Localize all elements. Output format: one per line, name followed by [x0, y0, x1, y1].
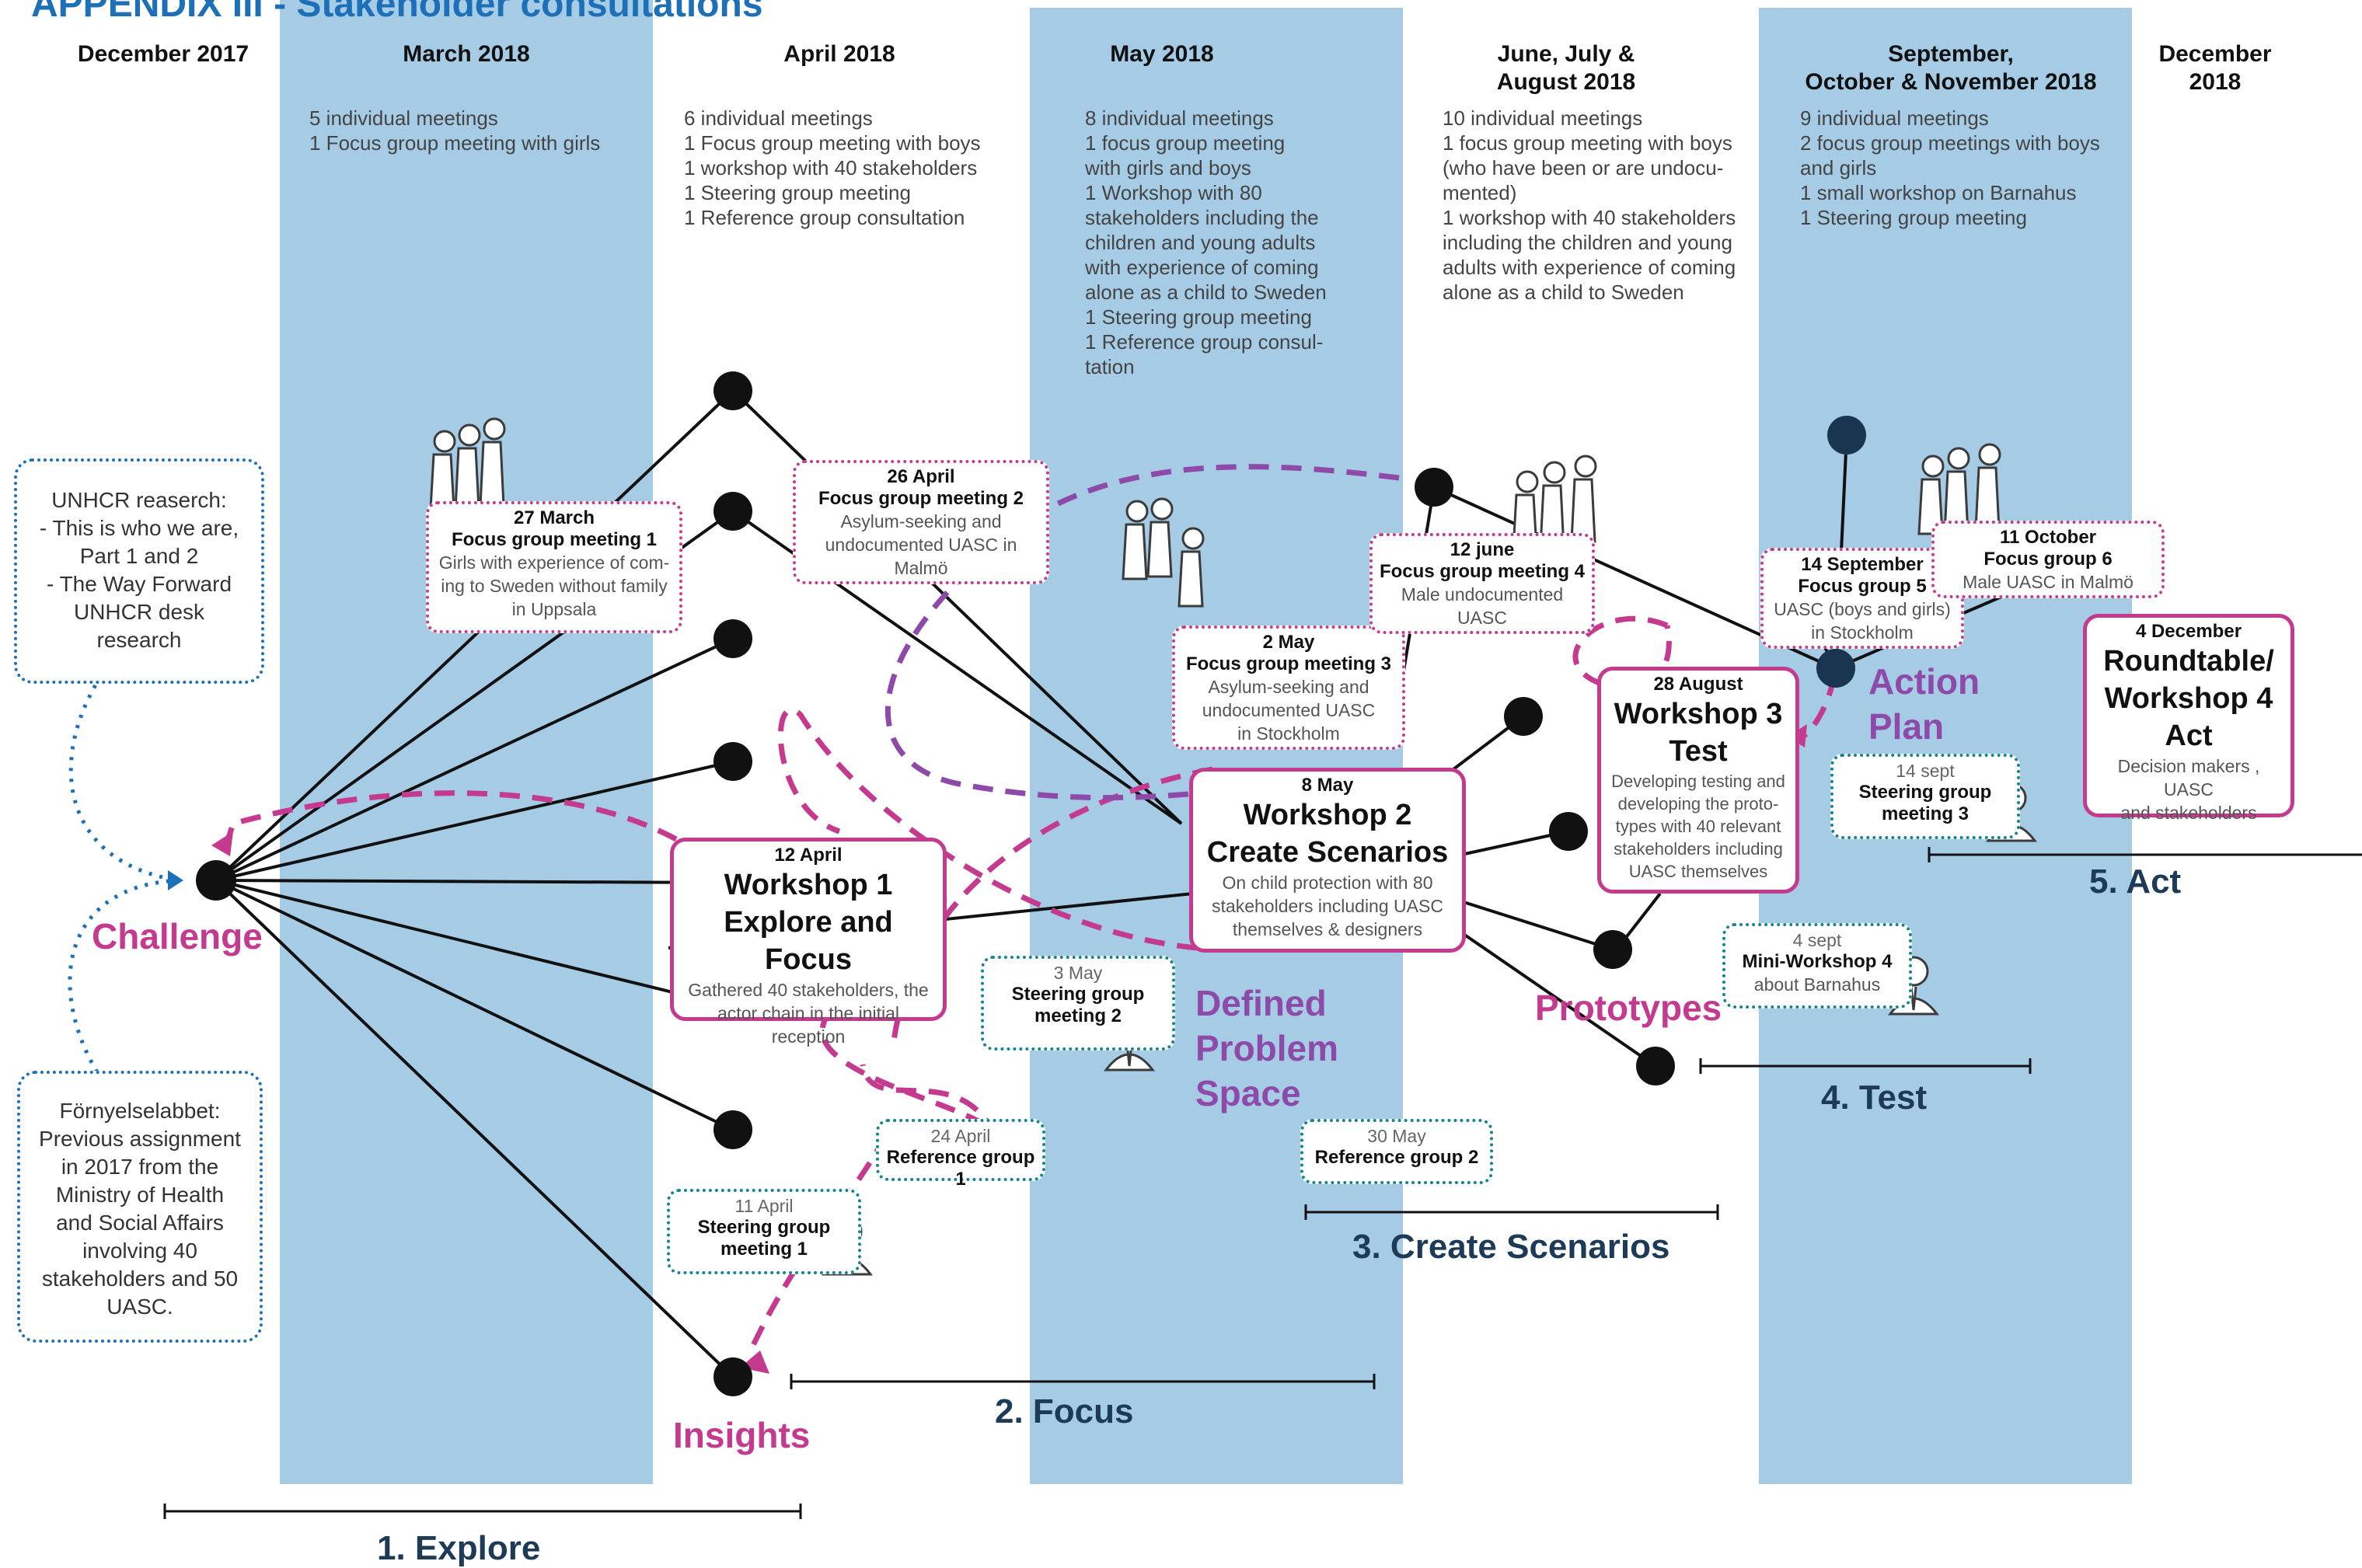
month-header-april: April 2018 — [783, 41, 895, 67]
label-action-plan: Action Plan — [1868, 661, 1980, 747]
month-info-may: 8 individual meetings 1 focus group meet… — [1085, 106, 1327, 378]
steering-group-1-title: Steering group meeting 1 — [697, 1217, 831, 1260]
mini-workshop-4-card: 4 sept Mini-Workshop 4 about Barnahus — [1722, 923, 1912, 1009]
phase-explore: 1. Explore — [377, 1529, 541, 1567]
focus-group-1-title: Focus group meeting 1 — [451, 529, 658, 550]
focus-group-6-title: Focus group 6 — [1983, 549, 2113, 570]
steering-group-2-date: 3 May — [1053, 963, 1103, 983]
workshop-3-body: Developing testing and developing the pr… — [1611, 772, 1785, 881]
steering-group-3-date: 14 sept — [1896, 761, 1955, 781]
workshop-2-body: On child protection with 80 stakeholders… — [1212, 873, 1443, 939]
month-info-autumn: 9 individual meetings 2 focus group meet… — [1800, 106, 2100, 229]
label-insights: Insights — [673, 1415, 811, 1455]
steering-group-1-card: 11 April Steering group meeting 1 — [667, 1189, 861, 1274]
focus-group-6-date: 11 October — [1999, 527, 2097, 548]
reference-group-2-title: Reference group 2 — [1314, 1147, 1479, 1168]
focus-group-2-title: Focus group meeting 2 — [818, 488, 1024, 509]
workshop-3-date: 28 August — [1653, 674, 1743, 695]
mini-workshop-4-date: 4 sept — [1792, 930, 1842, 950]
workshop-4-card: 4 December Roundtable/ Workshop 4 Act De… — [2083, 614, 2294, 823]
label-prototypes: Prototypes — [1535, 988, 1722, 1028]
phase-test: 4. Test — [1821, 1078, 1928, 1117]
workshop-2-date: 8 May — [1301, 775, 1354, 796]
people-icon-1 — [429, 417, 506, 510]
unhcr-research-box: UNHCR reaserch: - This is who we are, Pa… — [14, 458, 264, 684]
focus-group-5-body: UASC (boys and girls) in Stockholm — [1774, 599, 1951, 643]
reference-group-1-date: 24 April — [930, 1126, 991, 1146]
label-challenge: Challenge — [92, 916, 263, 956]
month-header-summer: June, July & August 2018 — [1496, 41, 1636, 95]
month-info-april: 6 individual meetings 1 Focus group meet… — [684, 106, 981, 229]
steering-group-3-card: 14 sept Steering group meeting 3 — [1830, 754, 2020, 839]
focus-group-4-date: 12 june — [1450, 539, 1515, 560]
phase-focus: 2. Focus — [995, 1392, 1134, 1430]
source-arrows — [68, 674, 180, 1074]
month-info-march: 5 individual meetings 1 Focus group meet… — [309, 106, 601, 155]
diagram-nodes — [196, 371, 1675, 1396]
focus-group-3-title: Focus group meeting 3 — [1185, 653, 1392, 674]
focus-group-1-card: 27 March Focus group meeting 1 Girls wit… — [426, 501, 682, 633]
people-icon-2 — [1122, 497, 1205, 608]
phase-act: 5. Act — [2089, 862, 2182, 901]
focus-group-4-title: Focus group meeting 4 — [1379, 561, 1586, 582]
workshop-2-card: 8 May Workshop 2 Create Scenarios On chi… — [1189, 768, 1466, 953]
diagram-nodes-navy — [1816, 416, 1866, 688]
label-defined-problem-space: Defined Problem Space — [1195, 983, 1339, 1113]
month-info-summer: 10 individual meetings 1 focus group mee… — [1443, 106, 1736, 304]
workshop-1-body: Gathered 40 stakeholders, the actor chai… — [688, 980, 929, 1047]
focus-group-2-body: Asylum-seeking and undocumented UASC in … — [825, 511, 1017, 578]
people-icons — [429, 417, 2001, 608]
focus-group-4-body: Male undocumented UASC — [1401, 584, 1564, 628]
month-header-dec-2017: December 2017 — [77, 41, 249, 67]
workshop-4-title: Roundtable/ Workshop 4 Act — [2103, 645, 2274, 752]
workshop-2-title: Workshop 2 Create Scenarios — [1206, 799, 1449, 869]
band-march — [280, 0, 653, 1484]
workshop-4-date: 4 December — [2135, 621, 2242, 642]
phase-ranges — [163, 847, 2362, 1519]
reference-group-1-title: Reference group 1 — [886, 1147, 1035, 1190]
focus-group-6-card: 11 October Focus group 6 Male UASC in Ma… — [1931, 521, 2165, 598]
focus-group-3-card: 2 May Focus group meeting 3 Asylum-seeki… — [1172, 625, 1405, 750]
month-header-march: March 2018 — [403, 41, 530, 67]
mini-workshop-4-body: about Barnahus — [1753, 974, 1881, 995]
mini-workshop-4-title: Mini-Workshop 4 — [1742, 951, 1893, 972]
phase-create-scenarios: 3. Create Scenarios — [1352, 1228, 1670, 1266]
focus-group-2-card: 26 April Focus group meeting 2 Asylum-se… — [793, 460, 1049, 584]
dashed-arrows-purple — [884, 464, 1400, 801]
focus-group-5-card: 14 September Focus group 5 UASC (boys an… — [1760, 548, 1964, 649]
reference-group-2-card: 30 May Reference group 2 — [1300, 1119, 1493, 1184]
fornyelselabbet-box: Förnyelselabbet: Previous assignment in … — [17, 1071, 263, 1343]
steering-group-2-card: 3 May Steering group meeting 2 — [981, 956, 1175, 1051]
workshop-3-card: 28 August Workshop 3 Test Developing tes… — [1597, 667, 1799, 894]
focus-group-4-card: 12 june Focus group meeting 4 Male undoc… — [1369, 533, 1595, 634]
focus-group-2-date: 26 April — [887, 466, 955, 487]
workshop-4-body: Decision makers , UASC and stakeholders — [2117, 756, 2260, 823]
workshop-1-card: 12 April Workshop 1 Explore and Focus Ga… — [670, 838, 947, 1047]
steering-group-2-title: Steering group meeting 2 — [1011, 984, 1145, 1026]
workshop-1-title: Workshop 1 Explore and Focus — [724, 869, 893, 976]
steering-group-3-title: Steering group meeting 3 — [1858, 782, 1992, 824]
unhcr-research-text: UNHCR reaserch: - This is who we are, Pa… — [39, 488, 239, 652]
fornyelselabbet-text: Förnyelselabbet: Previous assignment in … — [39, 1099, 241, 1319]
focus-group-5-date: 14 September — [1801, 554, 1924, 575]
month-header-dec-2018: December 2018 — [2158, 41, 2272, 95]
workshop-3-title: Workshop 3 Test — [1614, 698, 1783, 768]
band-september — [1759, 8, 2132, 1484]
page-title: APPENDIX III - Stakeholder consultations — [31, 0, 763, 25]
steering-group-1-date: 11 April — [734, 1196, 794, 1216]
workshop-1-date: 12 April — [774, 845, 843, 866]
month-header-may: May 2018 — [1110, 41, 1214, 67]
focus-group-1-date: 27 March — [513, 507, 595, 528]
month-header-autumn: September, October & November 2018 — [1805, 41, 2097, 95]
reference-group-1-card: 24 April Reference group 1 — [876, 1119, 1045, 1190]
focus-group-5-title: Focus group 5 — [1798, 576, 1927, 597]
focus-group-1-body: Girls with experience of com- ing to Swe… — [438, 552, 670, 619]
focus-group-3-date: 2 May — [1262, 632, 1315, 653]
focus-group-3-body: Asylum-seeking and undocumented UASC in … — [1202, 677, 1376, 744]
reference-group-2-date: 30 May — [1367, 1126, 1426, 1146]
focus-group-6-body: Male UASC in Malmö — [1963, 572, 2133, 592]
